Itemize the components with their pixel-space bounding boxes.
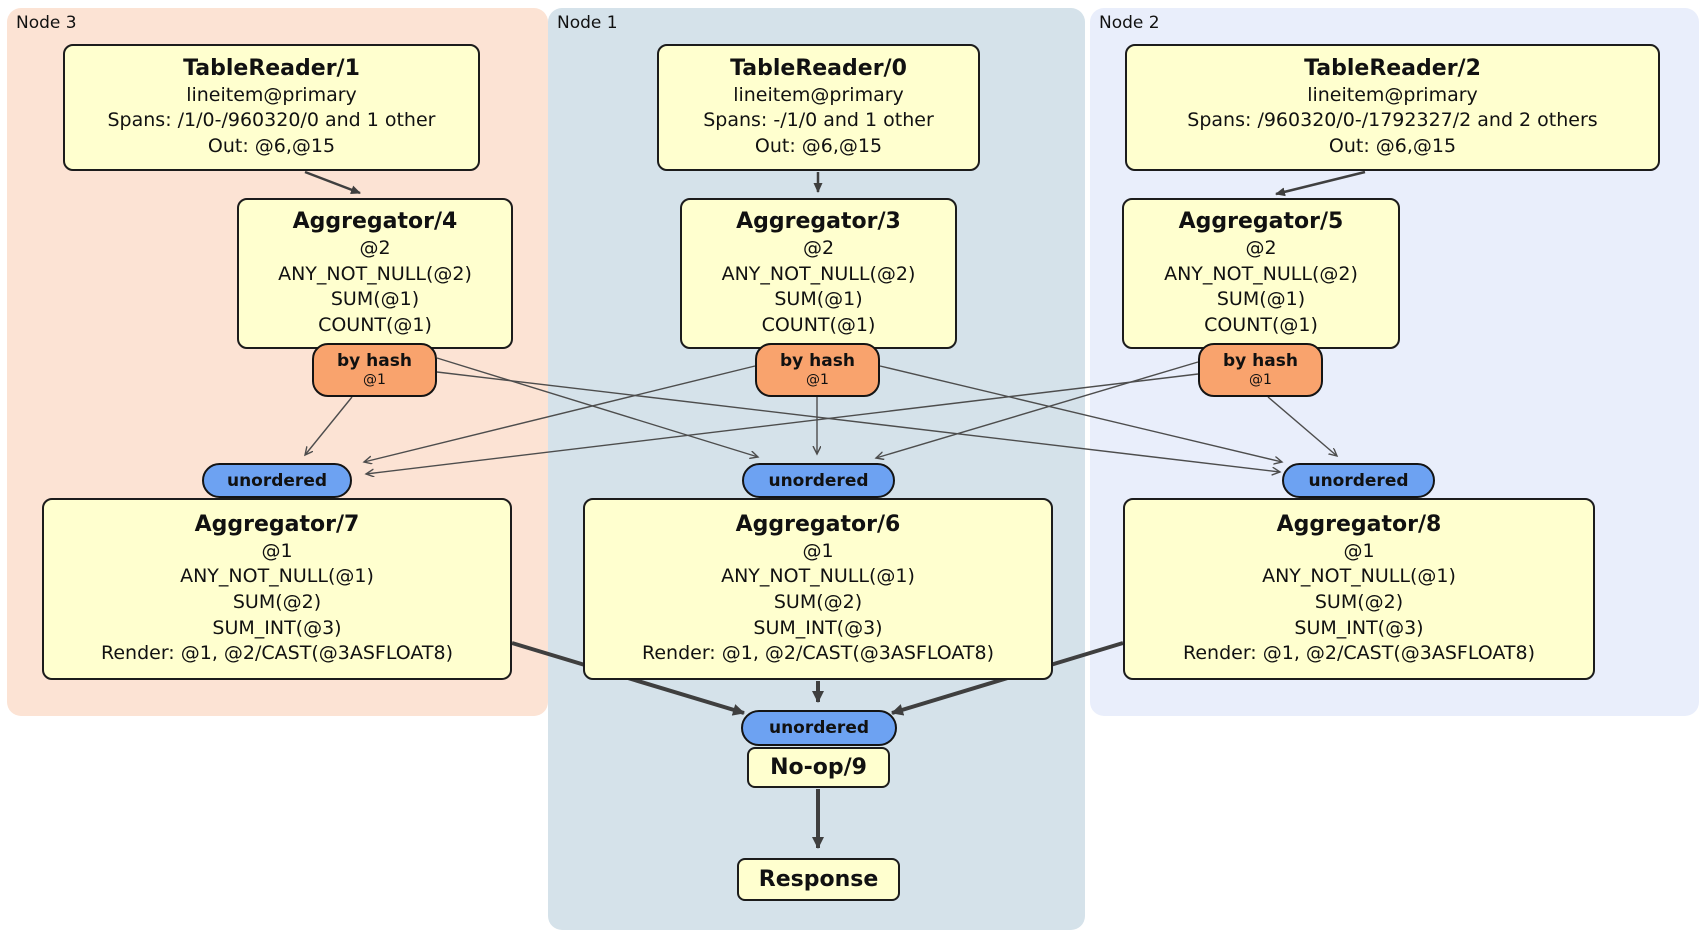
processor-aggregator-7: Aggregator/7 @1 ANY_NOT_NULL(@1) SUM(@2)… <box>42 498 512 680</box>
region-node1-label: Node 1 <box>557 13 618 33</box>
router-by-hash-node3: by hash @1 <box>312 343 437 397</box>
processor-title: No-op/9 <box>770 755 867 780</box>
router-label: by hash <box>1223 351 1298 372</box>
sync-label: unordered <box>226 470 328 491</box>
processor-title: Aggregator/8 <box>1276 512 1442 538</box>
processor-tablereader-0: TableReader/0 lineitem@primary Spans: -/… <box>657 44 980 171</box>
processor-detail: SUM_INT(@3) <box>753 616 883 639</box>
router-label: by hash <box>780 351 855 372</box>
processor-detail: ANY_NOT_NULL(@2) <box>721 262 916 285</box>
sync-label: unordered <box>768 718 870 738</box>
processor-detail: SUM(@2) <box>773 590 863 613</box>
processor-detail: COUNT(@1) <box>1204 313 1318 336</box>
processor-detail: Out: @6,@15 <box>207 135 336 158</box>
processor-detail: Render: @1, @2/CAST(@3ASFLOAT8) <box>1183 642 1535 665</box>
sync-unordered-node3: unordered <box>202 463 352 498</box>
processor-detail: SUM(@1) <box>1216 288 1306 311</box>
processor-aggregator-5: Aggregator/5 @2 ANY_NOT_NULL(@2) SUM(@1)… <box>1122 198 1400 349</box>
router-key: @1 <box>806 371 829 388</box>
processor-title: Aggregator/7 <box>194 512 360 538</box>
processor-detail: lineitem@primary <box>1307 83 1478 106</box>
processor-aggregator-6: Aggregator/6 @1 ANY_NOT_NULL(@1) SUM(@2)… <box>583 498 1053 680</box>
processor-detail: @1 <box>1343 539 1375 562</box>
processor-detail: Spans: /960320/0-/1792327/2 and 2 others <box>1187 109 1598 132</box>
region-node2-label: Node 2 <box>1099 13 1160 33</box>
router-key: @1 <box>1249 371 1272 388</box>
processor-detail: SUM(@1) <box>774 288 863 311</box>
processor-detail: SUM_INT(@3) <box>1294 616 1424 639</box>
sync-unordered-node2: unordered <box>1282 463 1435 498</box>
processor-title: TableReader/2 <box>1304 56 1481 82</box>
region-node3-label: Node 3 <box>16 13 77 33</box>
sync-label: unordered <box>1308 470 1409 491</box>
sync-label: unordered <box>768 470 869 491</box>
processor-detail: Render: @1, @2/CAST(@3ASFLOAT8) <box>101 642 453 665</box>
tablereader-to-aggregator-edges <box>304 170 1366 197</box>
response-box: Response <box>737 858 900 901</box>
processor-detail: COUNT(@1) <box>761 313 876 336</box>
router-by-hash-node2: by hash @1 <box>1198 343 1323 397</box>
processor-detail: Spans: -/1/0 and 1 other <box>703 109 934 132</box>
processor-detail: Render: @1, @2/CAST(@3ASFLOAT8) <box>642 642 994 665</box>
processor-detail: ANY_NOT_NULL(@2) <box>278 262 472 285</box>
processor-title: Aggregator/4 <box>292 209 458 235</box>
processor-title: Aggregator/6 <box>735 512 901 538</box>
processor-tablereader-1: TableReader/1 lineitem@primary Spans: /1… <box>63 44 480 171</box>
processor-aggregator-8: Aggregator/8 @1 ANY_NOT_NULL(@1) SUM(@2)… <box>1123 498 1595 680</box>
processor-title: Aggregator/5 <box>1178 209 1344 235</box>
processor-detail: @1 <box>261 539 293 562</box>
processor-noop-9: No-op/9 <box>747 747 890 788</box>
processor-detail: ANY_NOT_NULL(@1) <box>721 565 915 588</box>
processor-detail: SUM(@1) <box>330 288 420 311</box>
processor-detail: ANY_NOT_NULL(@1) <box>1262 565 1456 588</box>
processor-detail: Out: @6,@15 <box>1328 135 1457 158</box>
processor-detail: @1 <box>802 539 834 562</box>
processor-tablereader-2: TableReader/2 lineitem@primary Spans: /9… <box>1125 44 1660 171</box>
processor-detail: @2 <box>802 236 835 259</box>
processor-detail: Out: @6,@15 <box>754 135 883 158</box>
processor-aggregator-4: Aggregator/4 @2 ANY_NOT_NULL(@2) SUM(@1)… <box>237 198 513 349</box>
processor-aggregator-3: Aggregator/3 @2 ANY_NOT_NULL(@2) SUM(@1)… <box>680 198 957 349</box>
processor-title: TableReader/1 <box>183 56 360 82</box>
processor-detail: Spans: /1/0-/960320/0 and 1 other <box>107 109 436 132</box>
router-label: by hash <box>337 351 412 372</box>
processor-detail: ANY_NOT_NULL(@1) <box>180 565 374 588</box>
processor-detail: @2 <box>1245 236 1277 259</box>
processor-detail: SUM(@2) <box>232 590 322 613</box>
processor-detail: SUM_INT(@3) <box>212 616 342 639</box>
processor-title: Aggregator/3 <box>736 209 901 235</box>
processor-detail: COUNT(@1) <box>318 313 432 336</box>
response-label: Response <box>758 867 879 892</box>
router-to-sync-edges <box>305 357 1337 474</box>
processor-detail: @2 <box>359 236 391 259</box>
sync-unordered-final: unordered <box>741 710 897 746</box>
processor-detail: lineitem@primary <box>733 83 904 106</box>
sync-unordered-node1: unordered <box>742 463 895 498</box>
processor-detail: ANY_NOT_NULL(@2) <box>1164 262 1358 285</box>
processor-detail: lineitem@primary <box>186 83 357 106</box>
processor-detail: SUM(@2) <box>1314 590 1404 613</box>
router-by-hash-node1: by hash @1 <box>755 343 880 397</box>
processor-title: TableReader/0 <box>730 56 907 82</box>
router-key: @1 <box>363 371 386 388</box>
